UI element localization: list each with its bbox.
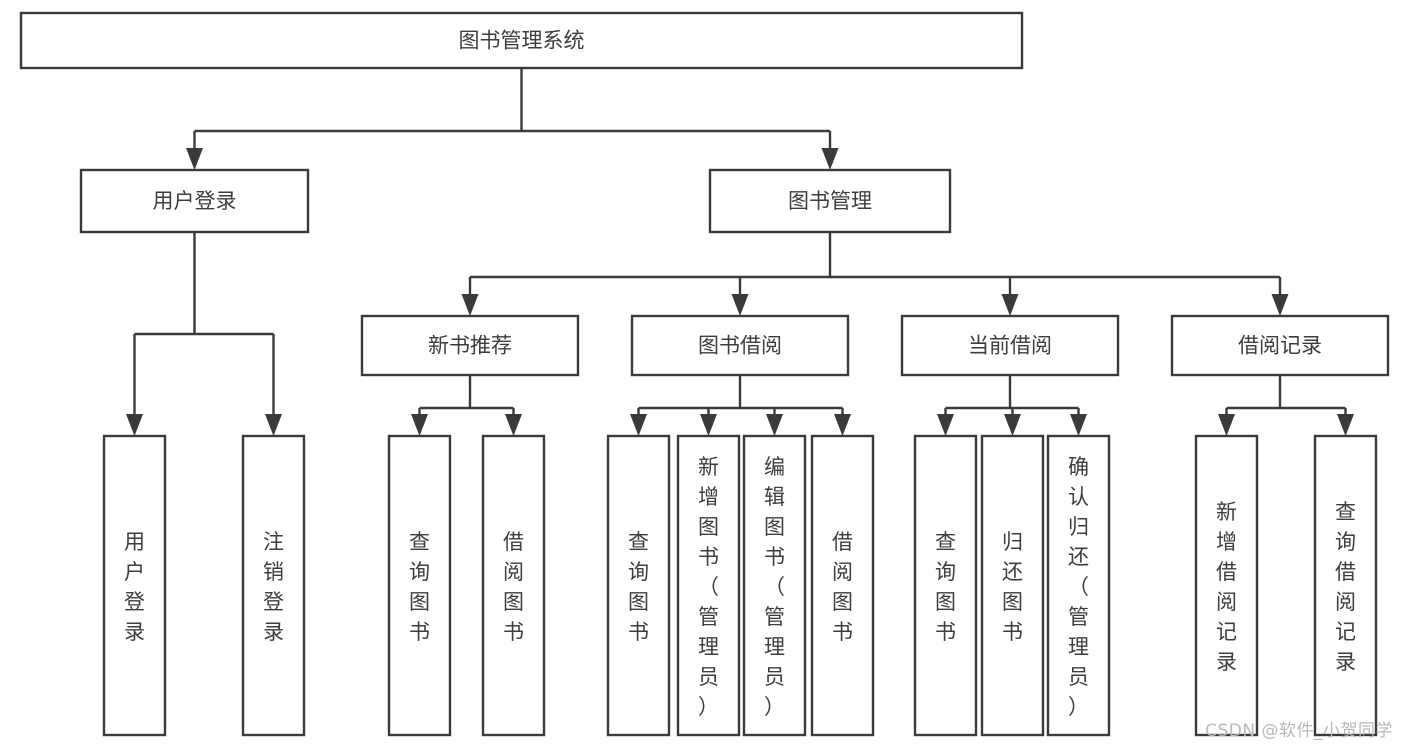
node-newbooks[interactable]: 新书推荐 [360,314,580,377]
node-box [79,168,310,234]
connector-group-root [186,68,839,170]
node-label: 查询图书 [409,530,430,644]
csdn-watermark: CSDN @软件_小贺同学 [1205,721,1393,741]
node-box [606,434,671,737]
arrow-head-icon [766,414,783,436]
node-box [1170,314,1390,377]
arrow-head-icon [505,414,522,436]
node-label: 当前借阅 [968,334,1052,358]
node-box [630,314,850,377]
node-box [1046,434,1111,737]
arrow-head-icon [126,414,143,436]
node-label: 查询图书 [935,530,956,644]
node-bookmgmt[interactable]: 图书管理 [708,168,952,234]
node-label: 注销登录 [263,530,284,644]
connector-group-login [126,232,282,436]
node-records[interactable]: 借阅记录 [1170,314,1390,377]
arrow-head-icon [821,148,839,170]
node-leaf-bor-1[interactable]: 查询图书 [606,434,671,737]
node-borrow[interactable]: 图书借阅 [630,314,850,377]
arrow-head-icon [1218,414,1235,436]
node-label: 查询图书 [628,530,649,644]
connector-layer [126,68,1354,436]
node-leaf-bor-2[interactable]: 新增图书（管理员） [676,434,741,737]
arrow-head-icon [630,414,647,436]
node-leaf-bor-3[interactable]: 编辑图书（管理员） [742,434,807,737]
node-box [676,434,741,737]
arrow-head-icon [937,414,954,436]
connector-group-borrow [630,375,851,436]
node-label: 编辑图书（管理员） [764,455,785,719]
node-label: 借阅图书 [832,530,853,644]
connector-group-bookmgmt [461,232,1289,316]
node-layer: 图书管理系统用户登录图书管理新书推荐图书借阅当前借阅借阅记录用户登录注销登录查询… [19,11,1390,737]
node-box [241,434,306,737]
node-leaf-new-1[interactable]: 查询图书 [387,434,452,737]
node-label: 确认归还（管理员） [1068,455,1089,719]
node-box [708,168,952,234]
arrow-head-icon [265,414,282,436]
node-label: 图书管理系统 [459,29,585,53]
arrow-head-icon [1001,294,1019,316]
arrow-head-icon [1271,294,1289,316]
node-box [102,434,167,737]
node-label: 借阅记录 [1238,334,1322,358]
node-box [360,314,580,377]
node-box [19,11,1024,70]
node-root[interactable]: 图书管理系统 [19,11,1024,70]
connector-group-current [937,375,1087,436]
node-label: 查询借阅记录 [1335,500,1356,674]
node-label: 新书推荐 [428,334,512,358]
node-box [900,314,1120,377]
arrow-head-icon [1004,414,1021,436]
arrow-head-icon [461,294,479,316]
node-leaf-cur-1[interactable]: 查询图书 [913,434,978,737]
node-box [980,434,1045,737]
node-leaf-cur-2[interactable]: 归还图书 [980,434,1045,737]
node-box [1194,434,1259,737]
node-box [481,434,546,737]
node-current[interactable]: 当前借阅 [900,314,1120,377]
node-box [387,434,452,737]
connector-group-records [1218,375,1354,436]
node-login[interactable]: 用户登录 [79,168,310,234]
arrow-head-icon [834,414,851,436]
node-leaf-login-1[interactable]: 用户登录 [102,434,167,737]
arrow-head-icon [411,414,428,436]
node-leaf-new-2[interactable]: 借阅图书 [481,434,546,737]
node-box [810,434,875,737]
node-box [742,434,807,737]
node-label: 用户登录 [124,530,145,644]
node-label: 用户登录 [153,189,237,213]
node-leaf-cur-3[interactable]: 确认归还（管理员） [1046,434,1111,737]
node-box [913,434,978,737]
arrow-head-icon [186,148,203,170]
arrow-head-icon [1070,414,1087,436]
node-leaf-login-2[interactable]: 注销登录 [241,434,306,737]
connector-group-newbooks [411,375,522,436]
arrow-head-icon [731,294,749,316]
node-leaf-rec-2[interactable]: 查询借阅记录 [1313,434,1378,737]
node-label: 借阅图书 [503,530,524,644]
node-leaf-rec-1[interactable]: 新增借阅记录 [1194,434,1259,737]
node-label: 图书借阅 [698,334,782,358]
arrow-head-icon [700,414,717,436]
arrow-head-icon [1337,414,1354,436]
node-leaf-bor-4[interactable]: 借阅图书 [810,434,875,737]
node-box [1313,434,1378,737]
node-label: 新增图书（管理员） [698,455,719,719]
node-label: 图书管理 [788,189,872,213]
node-label: 归还图书 [1002,530,1023,644]
node-label: 新增借阅记录 [1216,500,1237,674]
